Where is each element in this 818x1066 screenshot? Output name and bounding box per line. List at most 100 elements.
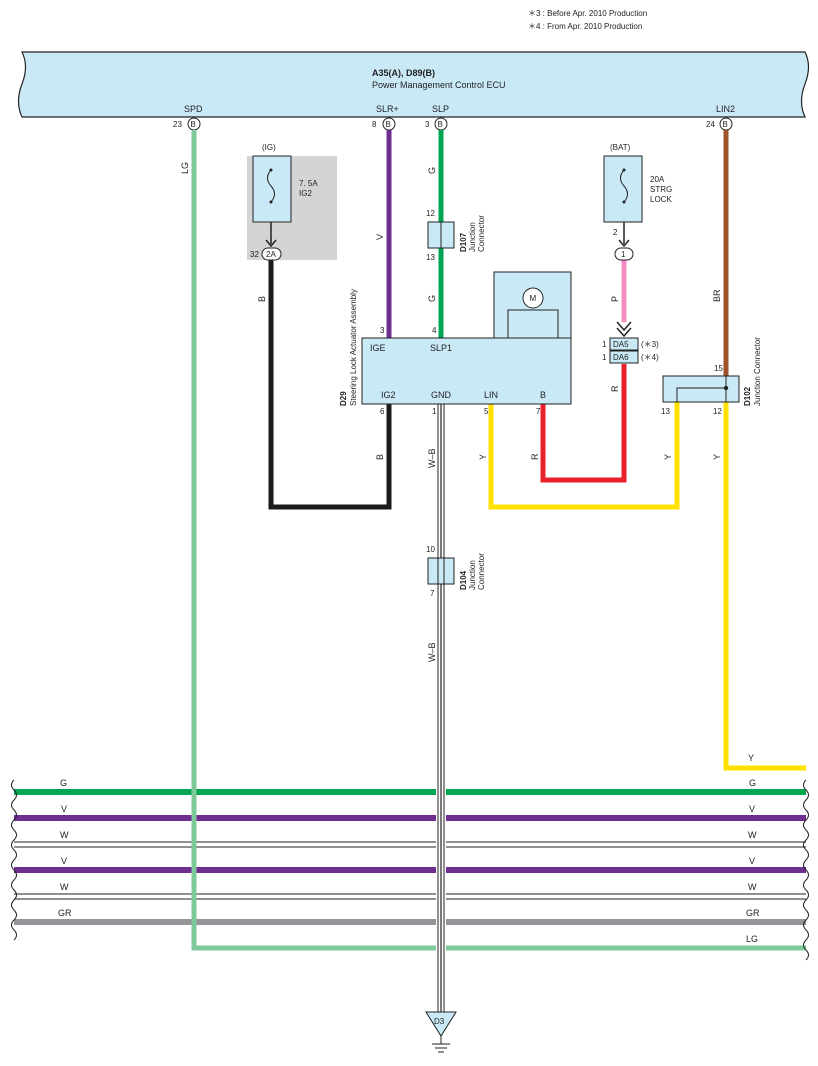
svg-text:B: B xyxy=(438,120,443,129)
ecu-id: A35(A), D89(B) xyxy=(372,68,435,78)
wire-label-y-13: Y xyxy=(663,454,673,460)
wire-label-r-da: R xyxy=(610,385,620,392)
svg-text:24: 24 xyxy=(706,120,715,129)
bus-label-w1-right: W xyxy=(748,830,757,840)
svg-text:1: 1 xyxy=(602,353,607,362)
svg-text:23: 23 xyxy=(173,120,182,129)
connector-da5-da6: 1 DA5 (＊3) 1 DA6 (＊4) xyxy=(602,321,659,364)
fuse-bat-conn: 1 xyxy=(621,250,626,259)
bus-label-v1-right: V xyxy=(749,804,755,814)
svg-text:13: 13 xyxy=(661,407,670,416)
svg-text:7: 7 xyxy=(536,407,541,416)
svg-text:B: B xyxy=(540,390,546,400)
da5-label: DA5 xyxy=(613,340,629,349)
bus-label-v1-left: V xyxy=(61,804,67,814)
junction-d104: 10 7 D104 Junction Connector xyxy=(426,545,486,598)
svg-text:4: 4 xyxy=(432,326,437,335)
svg-text:B: B xyxy=(386,120,391,129)
steering-lock-actuator-d29: M IGE 3 SLP1 4 IG2 6 GND 1 LIN 5 B 7 D29… xyxy=(339,271,572,416)
ecu-name: Power Management Control ECU xyxy=(372,80,506,90)
pin-name-slp: SLP xyxy=(432,104,449,114)
bus-label-v2-left: V xyxy=(61,856,67,866)
wire-label-y-right: Y xyxy=(748,753,754,763)
wire-wb-overlay xyxy=(436,780,446,1012)
junction-d107: 12 13 D107 Junction Connector xyxy=(426,209,486,262)
pin-name-lin2: LIN2 xyxy=(716,104,735,114)
wire-b-ig2 xyxy=(268,260,392,510)
d107-name: Junction xyxy=(468,222,477,252)
ecu-pin-spd: 23 B xyxy=(173,117,201,131)
svg-text:B: B xyxy=(723,120,728,129)
wire-label-y-lin: Y xyxy=(478,454,488,460)
svg-text:7: 7 xyxy=(430,589,435,598)
ground-label: D3 xyxy=(434,1017,445,1026)
ground-d3: D3 xyxy=(425,1011,457,1053)
fuse-ig-name: IG2 xyxy=(299,189,312,198)
bus-label-w2-right: W xyxy=(748,882,757,892)
svg-text:6: 6 xyxy=(380,407,385,416)
wire-label-wb-top: W–B xyxy=(427,448,437,468)
svg-text:3: 3 xyxy=(425,120,430,129)
ecu-banner: A35(A), D89(B) Power Management Control … xyxy=(17,51,810,118)
svg-text:LIN: LIN xyxy=(484,390,498,400)
note-3: ＊3 : Before Apr. 2010 Production xyxy=(528,9,647,18)
bus-label-lg-right: LG xyxy=(746,934,758,944)
da6-label: DA6 xyxy=(613,353,629,362)
fuse-bat: (BAT) 20A STRG LOCK 2 1 xyxy=(603,143,672,261)
d104-name: Junction xyxy=(468,560,477,590)
bus-label-gr-left: GR xyxy=(58,908,72,918)
svg-text:SLP1: SLP1 xyxy=(430,343,452,353)
ecu-pin-lin2: 24 B xyxy=(706,117,733,131)
svg-text:3: 3 xyxy=(380,326,385,335)
wire-y-12 xyxy=(723,402,806,771)
note-4: ＊4 : From Apr. 2010 Production xyxy=(528,22,642,31)
d102-name: Junction Connector xyxy=(753,337,762,406)
wire-label-v: V xyxy=(375,234,385,240)
da6-note: (＊4) xyxy=(641,353,659,362)
bus-label-w2-left: W xyxy=(60,882,69,892)
bus-label-g-right: G xyxy=(749,778,756,788)
svg-text:12: 12 xyxy=(713,407,722,416)
svg-text:B: B xyxy=(191,120,196,129)
fuse-bat-name: STRG xyxy=(650,185,672,194)
d107-name2: Connector xyxy=(477,215,486,252)
fuse-ig: (IG) 7. 5A IG2 32 2A xyxy=(247,143,337,261)
d102-id: D102 xyxy=(743,386,752,406)
wire-label-g-bottom: G xyxy=(427,295,437,302)
wire-label-r-b: R xyxy=(530,453,540,460)
svg-text:10: 10 xyxy=(426,545,435,554)
svg-text:13: 13 xyxy=(426,253,435,262)
wire-label-g-top: G xyxy=(427,167,437,174)
wire-r-b xyxy=(540,364,627,483)
fuse-bat-rating: 20A xyxy=(650,175,665,184)
fuse-ig-conn: 2A xyxy=(266,250,276,259)
svg-text:1: 1 xyxy=(432,407,437,416)
wire-label-p: P xyxy=(610,296,620,302)
bus-label-w1-left: W xyxy=(60,830,69,840)
svg-text:8: 8 xyxy=(372,120,377,129)
wire-label-y-12: Y xyxy=(712,454,722,460)
fuse-bat-pin: 2 xyxy=(613,228,618,237)
fuse-ig-pin: 32 xyxy=(250,250,259,259)
svg-text:IG2: IG2 xyxy=(381,390,396,400)
ecu-pin-slr: 8 B xyxy=(372,117,396,131)
junction-d102: 15 13 12 D102 Junction Connector xyxy=(661,337,762,416)
fuse-bat-name2: LOCK xyxy=(650,195,672,204)
bus-label-v2-right: V xyxy=(749,856,755,866)
bus-label-g-left: G xyxy=(60,778,67,788)
wire-label-b-ig2: B xyxy=(375,454,385,460)
svg-text:5: 5 xyxy=(484,407,489,416)
bus-lines: G G V V W W V V W W GR GR LG xyxy=(11,778,809,961)
svg-text:IGE: IGE xyxy=(370,343,386,353)
fuse-bat-source: (BAT) xyxy=(610,143,631,152)
svg-text:15: 15 xyxy=(714,364,723,373)
wire-label-wb-bottom: W–B xyxy=(427,642,437,662)
fuse-ig-rating: 7. 5A xyxy=(299,179,318,188)
wire-y-lin xyxy=(488,402,680,510)
pin-name-slr: SLR+ xyxy=(376,104,399,114)
d29-name: Steering Lock Actuator Assembly xyxy=(349,289,358,406)
d104-name2: Connector xyxy=(477,553,486,590)
d107-id: D107 xyxy=(459,232,468,252)
da5-note: (＊3) xyxy=(641,340,659,349)
